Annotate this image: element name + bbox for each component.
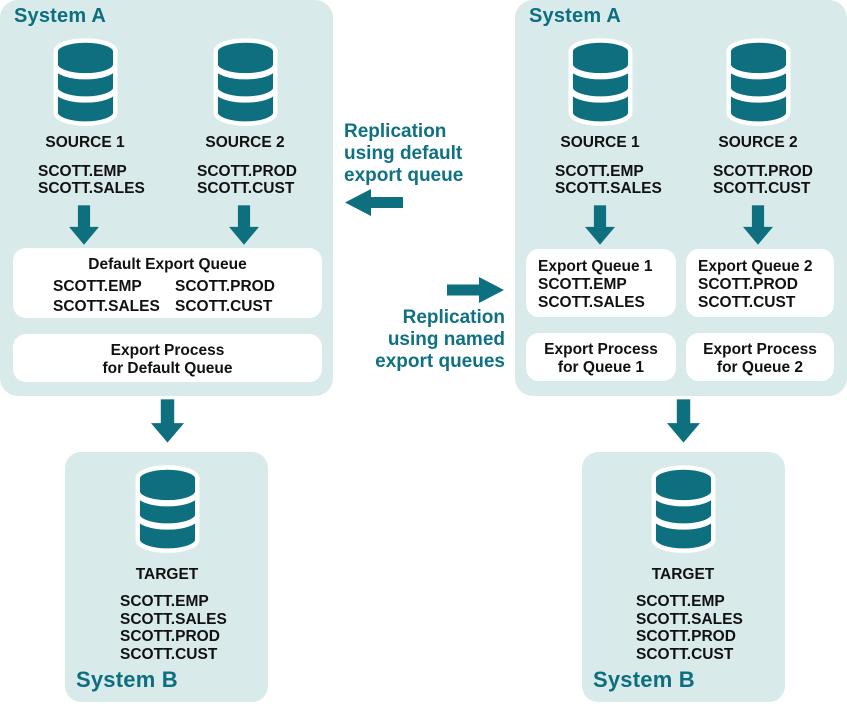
source2-tables: SCOTT.PROD SCOTT.CUST [197, 163, 297, 197]
arrow-down-icon [151, 399, 184, 443]
default-replication-caption: Replication using default export queue [344, 121, 464, 186]
named-replication-caption: Replication using named export queues [375, 307, 505, 372]
export-process-queue1-box: Export Process for Queue 1 [526, 333, 676, 381]
database-icon [135, 465, 200, 553]
arrow-down-icon [69, 205, 99, 245]
database-icon [568, 38, 633, 126]
source1-label: SOURCE 1 [45, 134, 125, 151]
default-queue-col1: SCOTT.EMP SCOTT.SALES [53, 278, 160, 315]
database-icon [53, 38, 118, 126]
source1-tables: SCOTT.EMP SCOTT.SALES [555, 163, 662, 197]
source1-tables: SCOTT.EMP SCOTT.SALES [38, 163, 145, 197]
source1-label: SOURCE 1 [560, 134, 640, 151]
source2-label: SOURCE 2 [205, 134, 285, 151]
export-process-queue2-box: Export Process for Queue 2 [686, 333, 834, 381]
default-queue-title: Default Export Queue [88, 256, 247, 273]
queue1-title: Export Queue 1 [538, 258, 653, 275]
system-b-left-label: System B [76, 667, 178, 692]
database-icon [651, 465, 716, 553]
source2-label: SOURCE 2 [718, 134, 798, 151]
system-a-right-label: System A [529, 5, 622, 27]
default-queue-col2: SCOTT.PROD SCOTT.CUST [175, 278, 275, 315]
target-label: TARGET [651, 566, 715, 583]
source2-tables: SCOTT.PROD SCOTT.CUST [713, 163, 813, 197]
database-icon [213, 38, 278, 126]
queue2-title: Export Queue 2 [698, 258, 813, 275]
arrow-down-icon [743, 205, 773, 245]
system-b-right-label: System B [593, 667, 695, 692]
export-process-default-box: Export Process for Default Queue [13, 334, 322, 382]
arrow-down-icon [585, 205, 615, 245]
export-queue1-box: Export Queue 1 SCOTT.EMP SCOTT.SALES [526, 249, 676, 317]
arrow-down-icon [667, 399, 700, 443]
system-a-left-label: System A [14, 5, 107, 27]
arrow-down-icon [229, 205, 259, 245]
export-queue2-box: Export Queue 2 SCOTT.PROD SCOTT.CUST [686, 249, 834, 317]
arrow-right-icon [447, 277, 504, 303]
default-export-queue-box: Default Export Queue SCOTT.EMP SCOTT.SAL… [13, 248, 322, 318]
target-tables: SCOTT.EMP SCOTT.SALES SCOTT.PROD SCOTT.C… [120, 593, 227, 663]
target-tables: SCOTT.EMP SCOTT.SALES SCOTT.PROD SCOTT.C… [636, 593, 743, 663]
arrow-left-icon [345, 189, 403, 216]
target-label: TARGET [135, 566, 199, 583]
database-icon [726, 38, 791, 126]
